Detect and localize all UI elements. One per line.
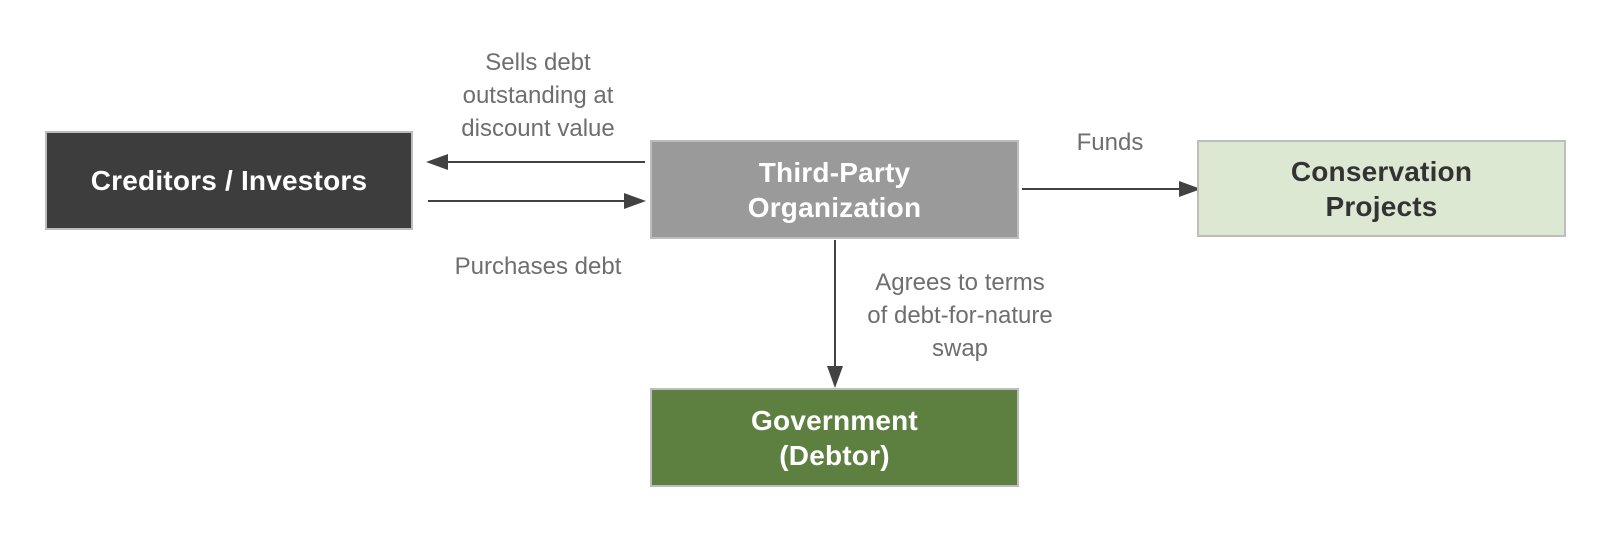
arrowhead-down-icon [827, 366, 843, 388]
node-conservation-projects: Conservation Projects [1197, 140, 1566, 237]
arrowhead-right-icon [624, 193, 646, 209]
arrow-funds [1022, 181, 1201, 197]
node-third-party-organization: Third-Party Organization [650, 140, 1019, 239]
arrow-agrees-terms [827, 240, 843, 388]
edge-label-funds: Funds [1076, 129, 1144, 156]
node-label: Government (Debtor) [751, 404, 918, 471]
edge-label-sells-debt: Sells debt outstanding at discount value [461, 49, 615, 142]
edge-label-purchases-debt: Purchases debt [454, 253, 622, 280]
edge-label-agrees-terms: Agrees to terms of debt-for-nature swap [867, 269, 1053, 362]
node-label: Third-Party Organization [747, 156, 922, 223]
arrow-sells-debt [426, 154, 645, 170]
node-creditors-investors: Creditors / Investors [45, 131, 413, 230]
arrowhead-left-icon [426, 154, 448, 170]
arrow-purchases-debt [428, 193, 646, 209]
node-label: Creditors / Investors [90, 165, 368, 196]
node-label: Conservation Projects [1290, 155, 1473, 222]
node-government-debtor: Government (Debtor) [650, 388, 1019, 487]
